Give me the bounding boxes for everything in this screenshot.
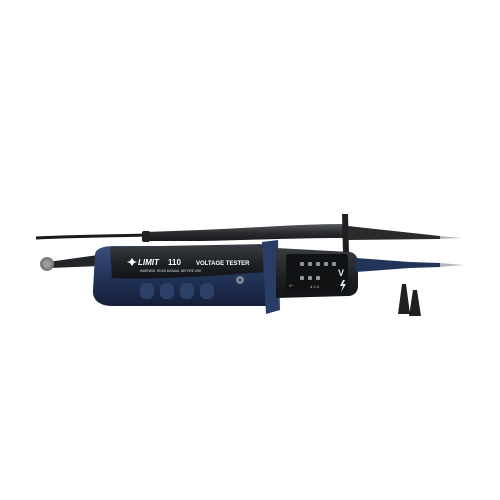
display-label-ac: V~ — [289, 283, 295, 288]
brand-star-icon — [127, 258, 137, 266]
brand-logo: LIMIT — [138, 258, 160, 267]
warning-text: WARNING: READ MANUAL BEFORE USE — [140, 269, 201, 273]
upper-probe — [142, 214, 462, 253]
cable-strain-relief — [40, 255, 100, 271]
probe-caps — [398, 284, 421, 316]
cable — [35, 233, 149, 240]
led-display-head: V~ 4 2 4 V — [276, 248, 358, 298]
display-label-range: 4 2 4 — [310, 284, 320, 289]
display-label-volt: V — [338, 268, 344, 278]
front-probe — [356, 258, 464, 272]
tester-body — [92, 240, 280, 314]
product-name: VOLTAGE TESTER — [196, 261, 250, 267]
lightning-icon — [340, 280, 346, 292]
model-number: 110 — [168, 258, 181, 267]
